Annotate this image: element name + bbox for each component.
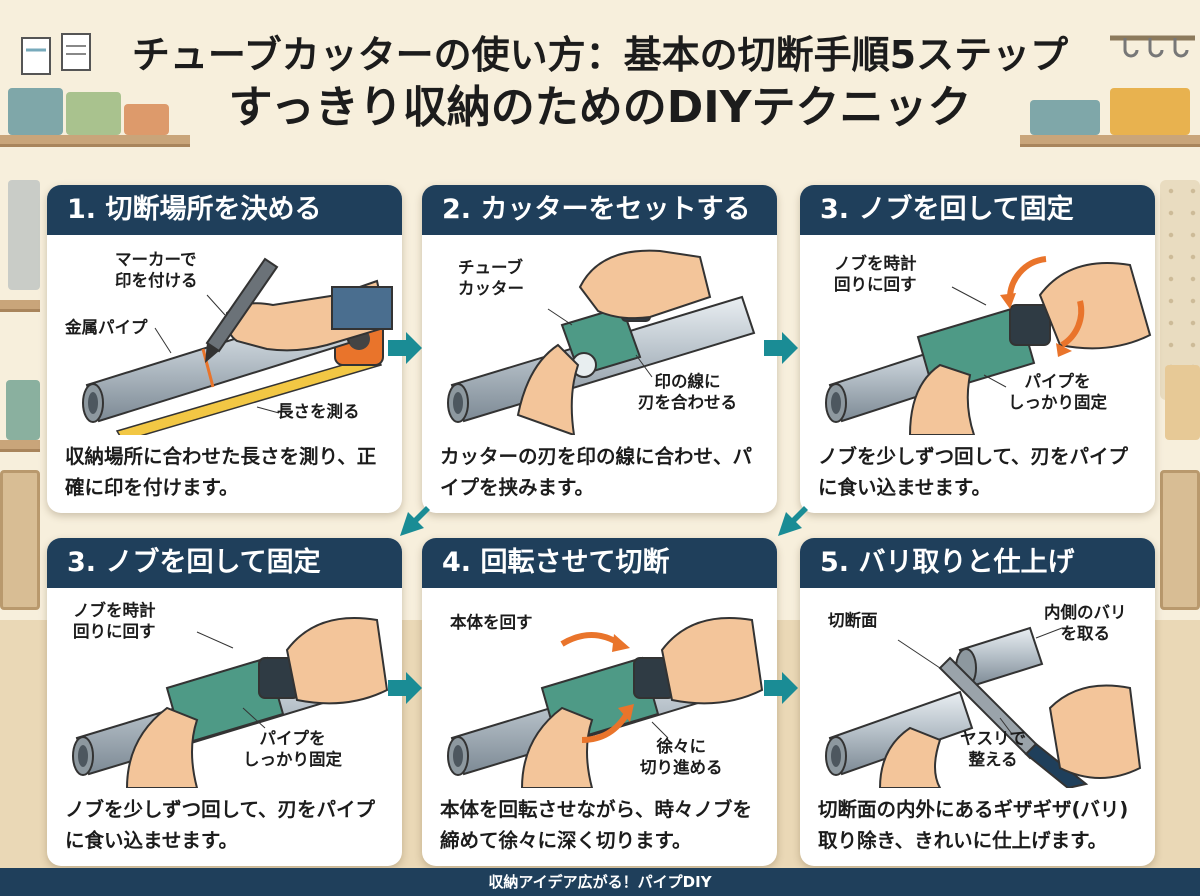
callout-metal-pipe: 金属パイプ (65, 318, 148, 337)
wall-decor (21, 33, 1195, 75)
step-description: 収納場所に合わせた長さを測り、正確に印を付けます。 (65, 445, 377, 499)
step-heading: 3. ノブを回して固定 (47, 538, 402, 588)
hand-icon (878, 684, 1142, 788)
footer-banner: 収納アイデア広がる！パイプDIY (0, 868, 1200, 896)
step-description: ノブを少しずつ回して、刃をパイプに食い込ませます。 (65, 798, 376, 852)
right-cabinet (1160, 470, 1200, 610)
callout-fix-pipe: パイプを しっかり固定 (243, 729, 342, 769)
flow-arrow-icon (764, 672, 798, 704)
step-card-5: 4. 回転させて切断 本体を回す 徐々に (422, 538, 777, 866)
memo-icon (61, 33, 91, 71)
step-heading: 1. 切断場所を決める (47, 185, 402, 235)
plant-pot-icon (6, 380, 40, 440)
storage-box-icon (66, 92, 121, 135)
step-illustration: ノブを時計 回りに回す パイプを しっかり固定 (47, 588, 402, 788)
flow-arrow-icon (388, 332, 422, 364)
callout-file: ヤスリで 整える (960, 729, 1026, 769)
flow-arrow-icon (400, 506, 430, 536)
pegboard (1160, 180, 1200, 400)
storage-box-icon (8, 88, 63, 135)
step-card-4: 3. ノブを回して固定 ノブを時計 回りに回す パイプを しっかり固定 ノブを少… (47, 538, 402, 866)
left-shelf-low (0, 440, 40, 452)
left-cabinet (0, 470, 40, 610)
callout-turn-knob: ノブを時計 回りに回す (73, 601, 156, 641)
callout-tube-cutter: チューブ カッター (458, 258, 524, 298)
step-card-2: 2. カッターをセットする チューブ カッター 印の線に 刃を合わせる カッタ (422, 185, 777, 513)
drawer-unit-icon (8, 180, 40, 290)
callout-inner-burr: 内側のバリ を取る (1044, 603, 1127, 643)
step-illustration: マーカーで 印を付ける 金属パイプ 長さを測る (47, 235, 402, 435)
callout-rotate-body: 本体を回す (450, 613, 533, 632)
storage-box-icon (1030, 100, 1100, 135)
callout-align-blade: 印の線に 刃を合わせる (638, 372, 737, 412)
step-card-1: 1. 切断場所を決める (47, 185, 402, 513)
step-heading: 3. ノブを回して固定 (800, 185, 1155, 235)
step-illustration: チューブ カッター 印の線に 刃を合わせる (422, 235, 777, 435)
step-illustration: 本体を回す 徐々に 切り進める (422, 588, 777, 788)
left-shelf-top (0, 135, 190, 147)
step-heading: 2. カッターをセットする (422, 185, 777, 235)
callout-cut-surface: 切断面 (828, 611, 878, 630)
marker-icon (205, 257, 279, 363)
hand-icon (516, 249, 712, 435)
right-shelf-top (1020, 135, 1200, 147)
page-title: チューブカッターの使い方：基本の切断手順5ステップ すっきり収納のためのDIYテ… (0, 30, 1200, 136)
step-description: 本体を回転させながら、時々ノブを締めて徐々に深く切ります。 (440, 798, 753, 852)
flow-arrow-icon (764, 332, 798, 364)
left-shelf-mid (0, 300, 40, 312)
pipe-icon (825, 626, 1044, 776)
step-description: 切断面の内外にあるギザギザ(バリ)取り除き、きれいに仕上げます。 (818, 798, 1129, 852)
callout-cut-gradually: 徐々に 切り進める (640, 737, 723, 777)
step-illustration: ノブを時計 回りに回す パイプを しっかり固定 (800, 235, 1155, 435)
file-tool-icon (938, 656, 1089, 788)
storage-box-icon (1110, 88, 1190, 135)
step-description: ノブを少しずつ回して、刃をパイプに食い込ませます。 (818, 445, 1129, 499)
step-illustration: 切断面 内側のバリ を取る ヤスリで 整える (800, 588, 1155, 788)
title-line-2: すっきり収納のためのDIYテクニック (228, 82, 972, 133)
jar-icon (1165, 365, 1200, 440)
storage-box-icon (124, 104, 169, 135)
title-line-1: チューブカッターの使い方：基本の切断手順5ステップ (131, 33, 1069, 77)
callout-marker: マーカーで 印を付ける (115, 250, 198, 290)
callout-turn-knob: ノブを時計 回りに回す (834, 254, 917, 294)
callout-fix-pipe: パイプを しっかり固定 (1008, 372, 1107, 412)
step-heading: 5. バリ取りと仕上げ (800, 538, 1155, 588)
step-heading: 4. 回転させて切断 (422, 538, 777, 588)
hand-icon (125, 617, 389, 788)
step-card-3: 3. ノブを回して固定 ノブを時計 (800, 185, 1155, 513)
step-card-6: 5. バリ取りと仕上げ 切断面 内側のバリ を取る ヤスリで (800, 538, 1155, 866)
callout-measure: 長さを測る (277, 402, 360, 421)
memo-icon (21, 37, 51, 75)
flow-arrow-icon (778, 506, 808, 536)
flow-arrow-icon (388, 672, 422, 704)
hand-icon (520, 617, 764, 788)
hand-icon (908, 262, 1152, 435)
step-description: カッターの刃を印の線に合わせ、パイプを挟みます。 (440, 445, 753, 499)
